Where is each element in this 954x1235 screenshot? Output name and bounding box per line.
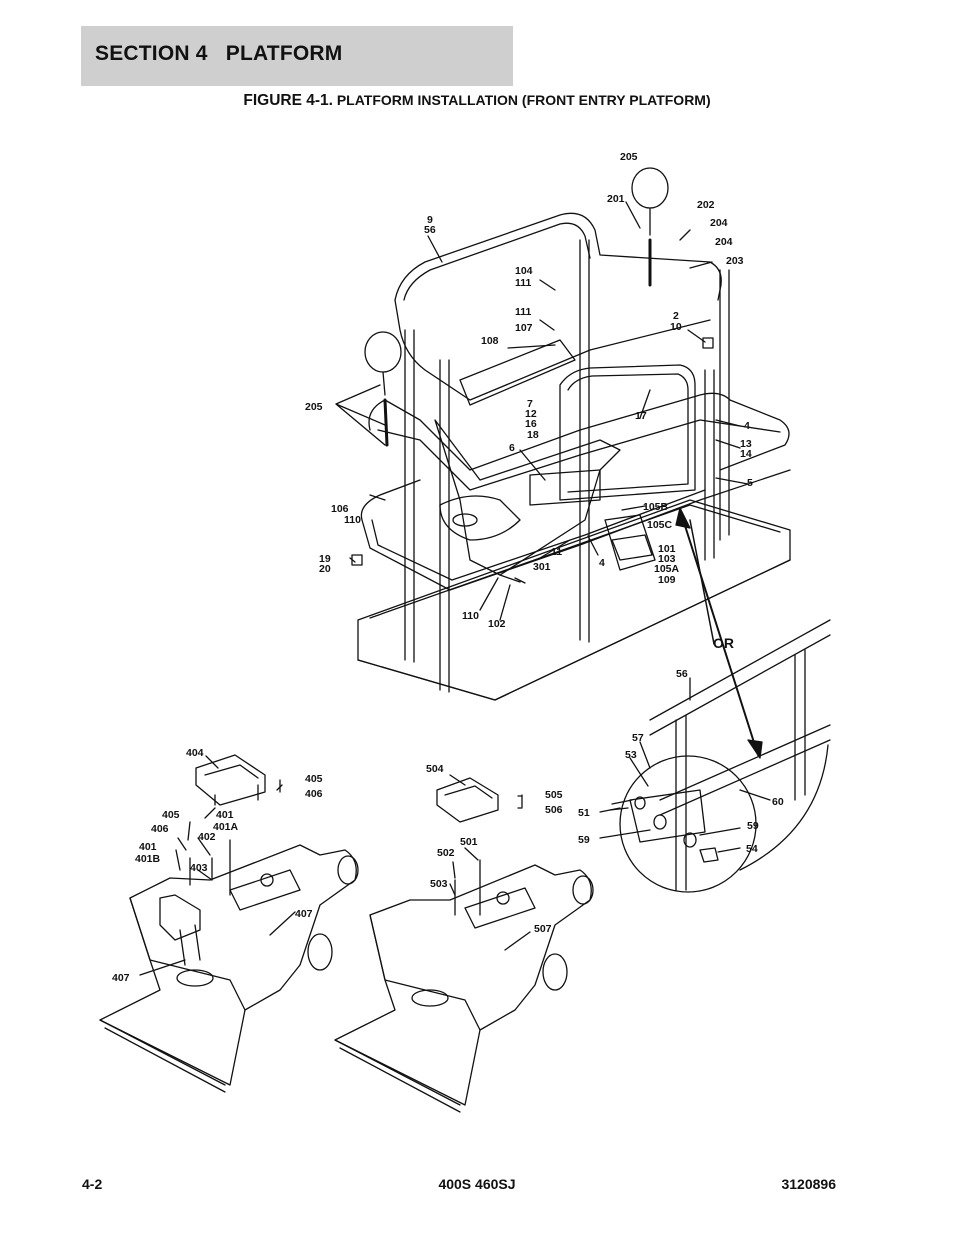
part-label: 502 bbox=[437, 847, 455, 859]
mid-rail bbox=[368, 392, 790, 471]
part-label: 59 bbox=[747, 820, 759, 832]
work-light bbox=[364, 331, 402, 373]
part-label: 407 bbox=[295, 908, 313, 920]
part-label: 106 bbox=[331, 503, 349, 515]
section-header-bar: SECTION 4 PLATFORM bbox=[81, 26, 513, 86]
part-label: 56 bbox=[424, 224, 436, 236]
or-label: OR bbox=[713, 635, 734, 651]
part-label: 505 bbox=[545, 789, 563, 801]
part-label: 301 bbox=[533, 561, 551, 573]
lower-rail bbox=[360, 469, 791, 591]
part-label: 17 bbox=[635, 410, 647, 422]
part-label: 201 bbox=[607, 193, 625, 205]
part-label: 111 bbox=[515, 306, 532, 318]
part-label: 105B bbox=[643, 501, 669, 513]
part-label: 107 bbox=[515, 322, 533, 334]
part-label: 108 bbox=[481, 335, 499, 347]
part-label: 51 bbox=[578, 807, 590, 819]
figure-title: FIGURE 4-1. PLATFORM INSTALLATION (FRONT… bbox=[0, 92, 954, 110]
part-label: 4 bbox=[744, 420, 750, 432]
figure-number: FIGURE 4-1. bbox=[243, 92, 333, 109]
part-label: 403 bbox=[190, 862, 208, 874]
part-label: 401 bbox=[139, 841, 157, 853]
part-label: 503 bbox=[430, 878, 448, 890]
part-label: 401B bbox=[135, 853, 161, 865]
part-label: 57 bbox=[632, 732, 644, 744]
part-label: 53 bbox=[625, 749, 637, 761]
mount-assembly-left bbox=[99, 844, 357, 1086]
part-label: 501 bbox=[460, 836, 478, 848]
part-label: 13 bbox=[740, 438, 752, 450]
part-labels: 205 201 202 204 204 203 9 56 104 111 111… bbox=[112, 151, 784, 984]
detail-circle bbox=[619, 755, 757, 893]
platform-post bbox=[719, 269, 730, 541]
platform-installation-drawing: 205 201 202 204 204 203 9 56 104 111 111… bbox=[99, 151, 831, 1113]
control-box bbox=[434, 419, 621, 576]
part-label: 105C bbox=[647, 519, 673, 531]
part-label: 11 bbox=[551, 546, 562, 558]
part-label: 204 bbox=[715, 236, 733, 248]
part-label: 60 bbox=[772, 796, 784, 808]
part-label: 2 bbox=[673, 310, 679, 322]
part-label: 54 bbox=[746, 843, 758, 855]
part-label: 5 bbox=[747, 477, 753, 489]
part-label: 203 bbox=[726, 255, 744, 267]
part-label: 110 bbox=[344, 514, 361, 526]
platform-post bbox=[704, 369, 715, 561]
platform-post bbox=[439, 359, 450, 693]
part-label: 14 bbox=[740, 448, 752, 460]
part-label: 56 bbox=[676, 668, 688, 680]
mount-assembly-right bbox=[334, 864, 592, 1106]
rail-detail bbox=[649, 619, 831, 816]
part-label: 7 bbox=[527, 398, 533, 410]
part-label: 104 bbox=[515, 265, 533, 277]
part-label: 205 bbox=[305, 401, 323, 413]
part-label: 401 bbox=[216, 809, 234, 821]
part-label: 9 bbox=[427, 214, 433, 226]
platform-post bbox=[404, 329, 415, 663]
part-label: 205 bbox=[620, 151, 638, 163]
part-label: 103 bbox=[658, 553, 676, 565]
part-label: 10 bbox=[670, 321, 682, 333]
part-label: 406 bbox=[151, 823, 169, 835]
part-label: 406 bbox=[305, 788, 323, 800]
part-label: 111 bbox=[515, 277, 532, 289]
part-label: 405 bbox=[305, 773, 323, 785]
part-label: 506 bbox=[545, 804, 563, 816]
part-label: 402 bbox=[198, 831, 216, 843]
part-label: 504 bbox=[426, 763, 444, 775]
part-label: 110 bbox=[462, 610, 479, 622]
model-number: 400S 460SJ bbox=[438, 1176, 516, 1192]
part-label: 12 bbox=[525, 408, 537, 420]
part-label: 407 bbox=[112, 972, 130, 984]
part-label: 405 bbox=[162, 809, 180, 821]
figure-caption: PLATFORM INSTALLATION (FRONT ENTRY PLATF… bbox=[336, 92, 711, 108]
mount-bracket-right bbox=[436, 777, 499, 823]
part-label: 202 bbox=[697, 199, 715, 211]
page-number: 4-2 bbox=[82, 1176, 103, 1192]
part-label: 404 bbox=[186, 747, 204, 759]
part-label: 102 bbox=[488, 618, 506, 630]
part-label: 401A bbox=[213, 821, 239, 833]
platform-post bbox=[579, 239, 590, 381]
part-label: 18 bbox=[527, 429, 539, 441]
document-number: 3120896 bbox=[781, 1176, 836, 1192]
entry-gate bbox=[559, 364, 696, 501]
top-rail bbox=[394, 212, 722, 301]
part-label: 109 bbox=[658, 574, 676, 586]
part-label: 59 bbox=[578, 834, 590, 846]
part-label: 507 bbox=[534, 923, 552, 935]
part-label: 16 bbox=[525, 418, 537, 430]
part-label: 4 bbox=[599, 557, 605, 569]
part-label: 20 bbox=[319, 563, 331, 575]
mount-bracket-left bbox=[195, 754, 266, 806]
platform-post bbox=[579, 379, 590, 643]
footswitch bbox=[604, 514, 656, 571]
part-label: 6 bbox=[509, 442, 515, 454]
part-label: 101 bbox=[658, 543, 676, 555]
part-label: 105A bbox=[654, 563, 680, 575]
part-label: 204 bbox=[710, 217, 728, 229]
part-label: 19 bbox=[319, 553, 331, 565]
section-title: SECTION 4 PLATFORM bbox=[95, 42, 343, 65]
